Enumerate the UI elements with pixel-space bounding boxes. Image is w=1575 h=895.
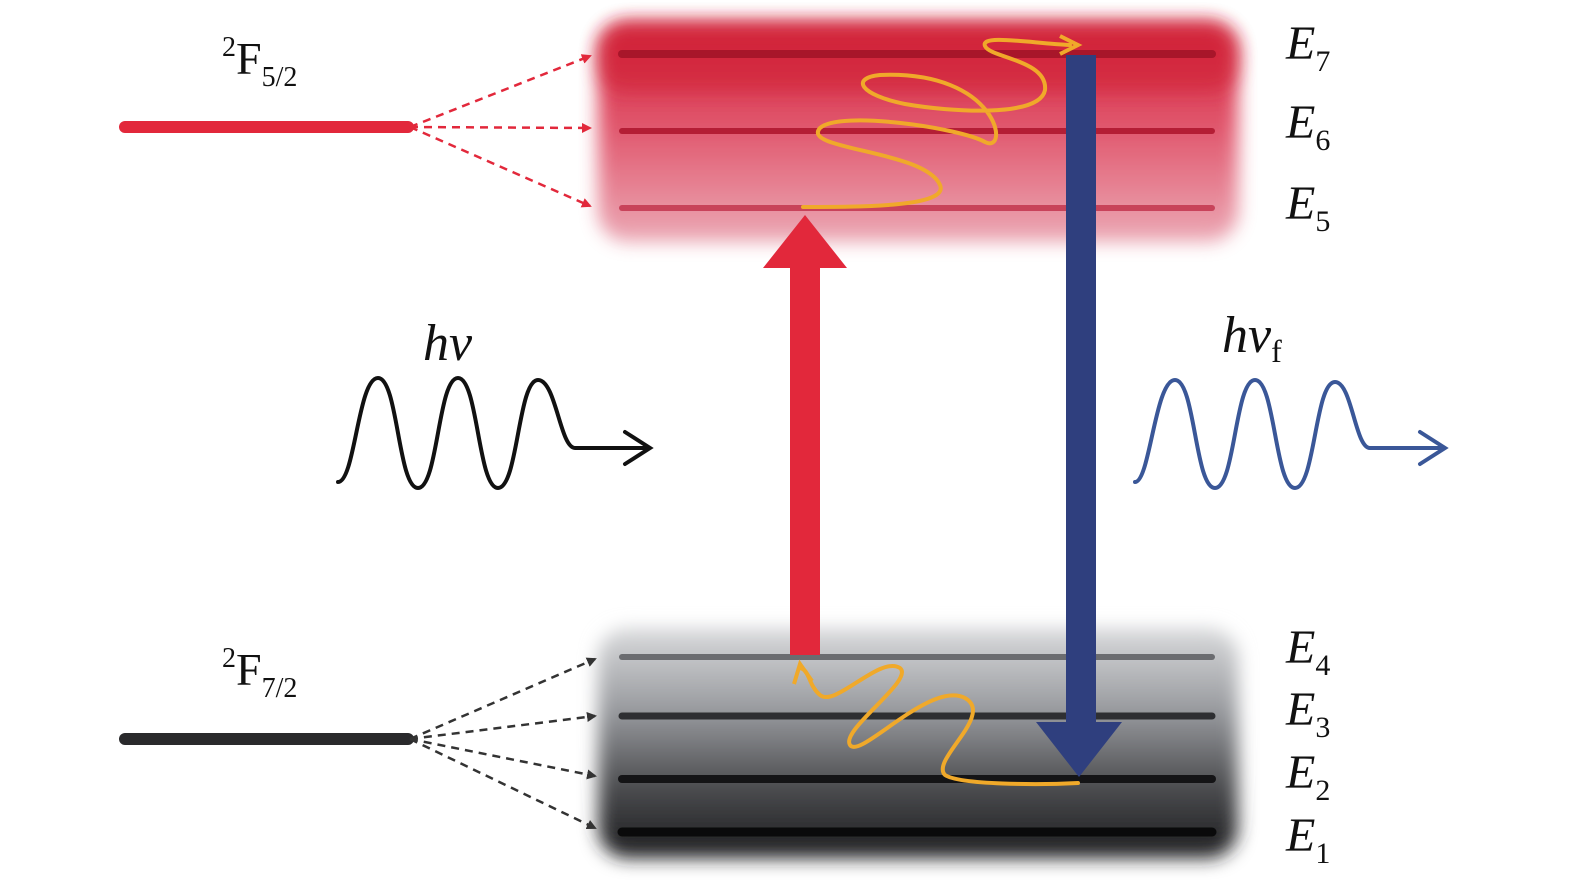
term-label-lower: 2F7/2 [222, 643, 298, 704]
photon-out-label: hvf [1222, 307, 1282, 369]
incoming-photon-icon [336, 375, 654, 491]
level-label-e4: E4 [1286, 621, 1331, 682]
emission-arrow [1036, 55, 1122, 777]
relaxation-arrowhead-lower [792, 659, 814, 685]
photon-in-label: hv [423, 315, 473, 372]
level-label-e2: E2 [1286, 746, 1331, 807]
relaxation-wave-upper [801, 37, 1072, 209]
relaxation-arrowhead-upper [1059, 34, 1083, 56]
term-label-upper: 2F5/2 [222, 32, 298, 93]
outgoing-photon-icon [1133, 377, 1449, 491]
absorption-arrow [763, 215, 847, 655]
level-label-e6: E6 [1286, 96, 1331, 157]
level-label-e7: E7 [1286, 17, 1331, 78]
ground-manifold-band [598, 628, 1238, 858]
relaxation-wave-lower [798, 664, 1080, 787]
level-label-e5: E5 [1286, 177, 1331, 238]
splitting-arrows-lower [409, 657, 597, 830]
splitting-arrows-upper [409, 54, 592, 208]
level-label-e3: E3 [1286, 683, 1331, 744]
level-label-e1: E1 [1286, 809, 1331, 870]
